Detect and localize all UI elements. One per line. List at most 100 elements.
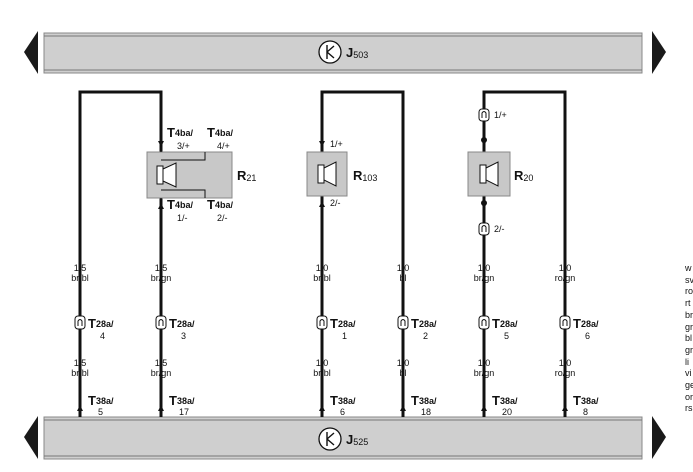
connector-arrow	[400, 405, 406, 411]
connector-pin-number: 6	[340, 407, 345, 417]
wire-color-label: bl	[399, 273, 406, 283]
bus-bottom: J525	[24, 416, 666, 460]
wire-size-label: 1,0	[559, 358, 572, 368]
pin-label: 1/+	[330, 139, 343, 149]
wire-size-label: 1,5	[74, 358, 87, 368]
connector-pin-icon	[478, 108, 490, 122]
pin-label: 4/+	[217, 141, 230, 151]
scroll-left-arrow-top[interactable]	[24, 31, 38, 74]
scroll-left-arrow-bottom[interactable]	[24, 416, 38, 459]
pin-label: 2/-	[494, 224, 505, 234]
legend-item: bl	[685, 333, 693, 344]
component-label-r21: R21	[237, 168, 256, 183]
connector-t38-label: T38a/	[88, 393, 114, 408]
scroll-right-arrow-top[interactable]	[652, 31, 666, 74]
connector-pin-number: 6	[585, 331, 590, 341]
connector-pin-number: 3	[181, 331, 186, 341]
connector-t28-label: T28a/	[573, 316, 599, 331]
connector-t38-label: T38a/	[492, 393, 518, 408]
connector-pin-icon	[478, 222, 490, 236]
pin-label: 1/-	[177, 213, 188, 223]
pin-label: 2/-	[217, 213, 228, 223]
legend-item: or	[685, 391, 693, 402]
wire-size-label: 1,0	[559, 263, 572, 273]
legend-item: sv	[685, 274, 693, 285]
speaker-r21: R21	[146, 140, 256, 210]
connector-label: T4ba/	[207, 125, 233, 140]
scroll-right-arrow-bottom[interactable]	[652, 416, 666, 459]
connector-pin-icon	[316, 315, 328, 330]
connector-pin-number: 8	[583, 407, 588, 417]
connector-arrow	[77, 405, 83, 411]
legend-item: w	[685, 263, 692, 273]
legend-item: vi	[685, 368, 692, 379]
wire-color-label: br/bl	[71, 368, 89, 378]
component-label-r20: R20	[514, 168, 533, 183]
control-unit-icon	[318, 427, 342, 451]
connector-label: T4ba/	[207, 197, 233, 212]
speaker-r20: 1/+ 2/- R20	[467, 108, 533, 236]
wire-color-label: br/bl	[313, 273, 331, 283]
wire-size-label: 1,0	[316, 358, 329, 368]
connector-pin-number: 5	[98, 407, 103, 417]
connector-pin-number: 20	[502, 407, 512, 417]
wire-color-label: bl	[399, 368, 406, 378]
wire-size-label: 1,0	[478, 358, 491, 368]
connector-pin-number: 4	[100, 331, 105, 341]
wire-loop-r21	[78, 90, 163, 417]
connector-t28-label: T28a/	[169, 316, 195, 331]
legend-item: rs	[685, 403, 693, 414]
connector-t38-label: T38a/	[330, 393, 356, 408]
connector-t38-label: T38a/	[573, 393, 599, 408]
legend-item: gr	[685, 344, 693, 355]
wire-size-label: 1,0	[478, 263, 491, 273]
connector-arrow	[481, 405, 487, 411]
wire-color-label: br/bl	[71, 273, 89, 283]
r21-connector-labels: T4ba/ 3/+ T4ba/ 4/+ T4ba/ 1/- T4ba/ 2/-	[158, 125, 233, 223]
legend-item: rt	[685, 298, 691, 309]
bus-top-bar	[43, 32, 643, 74]
bus-top-label: J503	[346, 45, 368, 60]
wire-color-label: br/gn	[474, 273, 495, 283]
wire-size-label: 1,5	[155, 358, 168, 368]
wire-color-label: ro/gn	[555, 273, 576, 283]
bus-top: J503	[24, 31, 666, 74]
connector-pin-number: 17	[179, 407, 189, 417]
wire-color-label: ro/gn	[555, 368, 576, 378]
wire-color-label: br/gn	[474, 368, 495, 378]
pin-label: 1/+	[494, 110, 507, 120]
pin-label: 3/+	[177, 141, 190, 151]
control-unit-icon	[318, 40, 342, 64]
connector-t28-label: T28a/	[492, 316, 518, 331]
wire-color-label: br/bl	[313, 368, 331, 378]
wire-loop-r20	[482, 90, 567, 417]
connector-t28-label: T28a/	[330, 316, 356, 331]
legend-item: li	[685, 356, 689, 367]
component-label-r103: R103	[353, 168, 377, 183]
connector-label: T4ba/	[167, 125, 193, 140]
connector-pin-icon	[559, 315, 571, 330]
connector-t28-label: T28a/	[411, 316, 437, 331]
connector-pin-icon	[397, 315, 409, 330]
wire-loop-r103	[320, 90, 405, 417]
connector-label: T4ba/	[167, 197, 193, 212]
connector-t38-label: T38a/	[411, 393, 437, 408]
bus-bottom-label: J525	[346, 432, 368, 447]
connector-arrow	[158, 405, 164, 411]
connector-arrow	[562, 405, 568, 411]
connector-arrow	[319, 405, 325, 411]
wire-size-label: 1,5	[74, 263, 87, 273]
wire-annotations: 1,5br/blT28a/41,5br/blT38a/51,5br/gnT28a…	[71, 263, 599, 417]
pin-label: 2/-	[330, 198, 341, 208]
legend-item: ge	[685, 380, 693, 391]
wire-size-label: 1,5	[155, 263, 168, 273]
connector-pin-number: 18	[421, 407, 431, 417]
wire-color-legend: w sv ro rt br gr bl gr li vi ge or rs	[685, 263, 693, 415]
legend-item: gr	[685, 321, 693, 332]
connector-pin-icon	[74, 315, 86, 330]
connector-t28-label: T28a/	[88, 316, 114, 331]
wire-color-label: br/gn	[151, 273, 172, 283]
legend-item: ro	[685, 286, 693, 297]
speaker-r103: 1/+ 2/- R103	[306, 139, 377, 208]
